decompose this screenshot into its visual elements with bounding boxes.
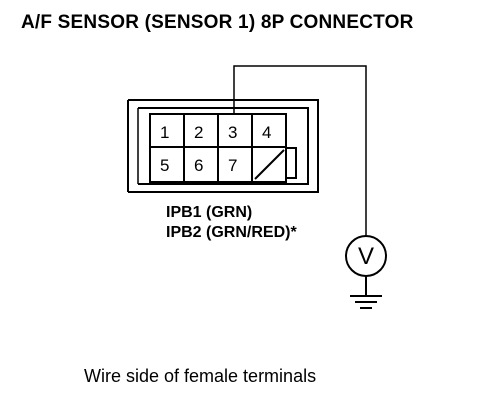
terminal-3: 3 xyxy=(228,123,237,142)
terminal-numbers: 1 2 3 4 5 6 7 xyxy=(160,123,271,175)
probe-wire xyxy=(233,65,367,236)
diagram-title: A/F SENSOR (SENSOR 1) 8P CONNECTOR xyxy=(21,12,414,33)
terminal-7: 7 xyxy=(228,156,237,175)
diagram-caption: Wire side of female terminals xyxy=(84,366,317,386)
terminal-1: 1 xyxy=(160,123,169,142)
terminal-2: 2 xyxy=(194,123,203,142)
terminal-4: 4 xyxy=(262,123,271,142)
terminal-6: 6 xyxy=(194,156,203,175)
voltmeter-symbol: V xyxy=(358,243,374,270)
ground-icon xyxy=(350,276,382,309)
terminal-grid xyxy=(149,113,297,183)
wire-label-ipb1: IPB1 (GRN) xyxy=(166,204,253,221)
voltmeter-icon: V xyxy=(345,235,387,277)
connector-housing xyxy=(127,99,319,193)
wire-label-ipb2: IPB2 (GRN/RED)* xyxy=(166,224,297,241)
terminal-5: 5 xyxy=(160,156,169,175)
